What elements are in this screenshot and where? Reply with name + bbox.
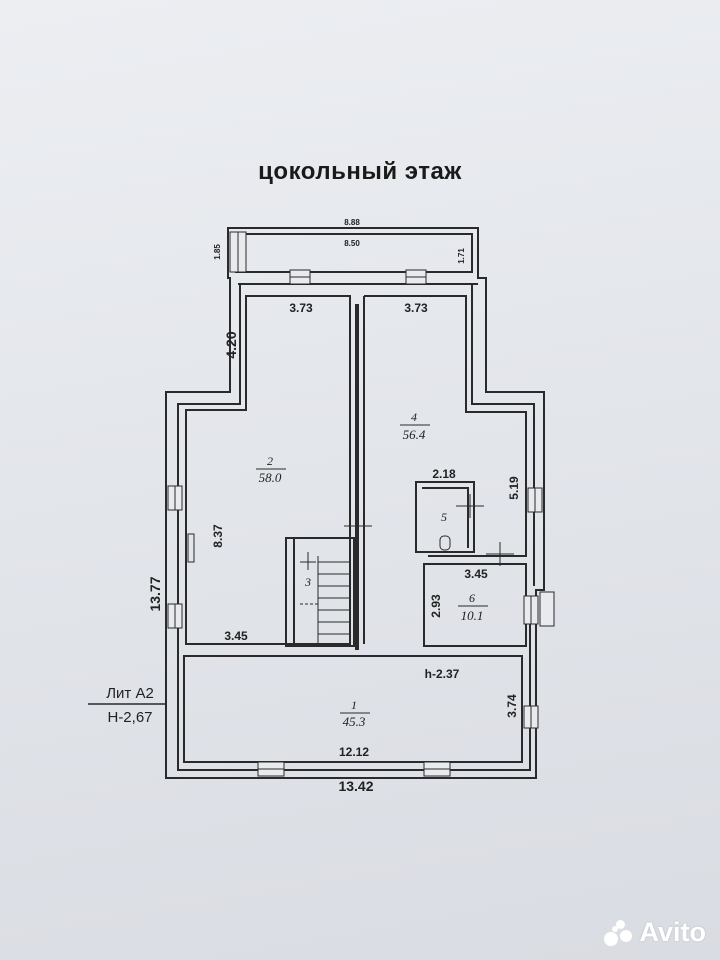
dim-room2-height: 8.37: [211, 524, 225, 548]
window-right-bay: [539, 591, 555, 627]
room-label-3: 3: [304, 575, 311, 589]
svg-text:45.3: 45.3: [343, 714, 366, 729]
dim-top-inner: 8.50: [344, 239, 360, 248]
svg-text:56.4: 56.4: [403, 427, 426, 442]
svg-text:2: 2: [267, 454, 273, 468]
dim-room5-width: 2.18: [432, 467, 456, 481]
room-label-6: 6 10.1: [458, 591, 488, 623]
avito-logo-icon: [603, 919, 634, 946]
svg-text:10.1: 10.1: [461, 608, 484, 623]
dim-room2-bottom: 3.45: [224, 629, 248, 643]
dim-room6-width: 3.45: [464, 567, 488, 581]
dim-room4-top: 3.73: [404, 301, 428, 315]
dim-room1-width: 12.12: [339, 745, 369, 759]
lit-label: Лит А2: [106, 685, 154, 702]
svg-text:4: 4: [411, 410, 417, 424]
level-height-label: Н-2,67: [107, 709, 152, 726]
dim-top-right-small: 1.71: [457, 248, 466, 264]
room6-wall: [423, 563, 527, 647]
svg-text:1: 1: [351, 698, 357, 712]
exterior-wall-outer: [165, 227, 545, 779]
dim-left-total: 13.77: [147, 576, 163, 611]
room5-inner: [422, 487, 469, 548]
svg-text:6: 6: [469, 591, 475, 605]
dim-left-upper: 4.20: [223, 331, 239, 358]
room3-wall: [285, 537, 355, 647]
avito-watermark: Avito: [603, 917, 707, 948]
dim-room1-height-mark: h-2.37: [425, 667, 460, 681]
dim-room2-top: 3.73: [289, 301, 313, 315]
room-label-1: 1 45.3: [340, 698, 370, 729]
room-label-2: 2 58.0: [256, 454, 286, 485]
dim-room1-right: 3.74: [505, 694, 519, 718]
watermark-text: Avito: [639, 917, 707, 947]
svg-text:58.0: 58.0: [259, 470, 282, 485]
svg-text:5: 5: [441, 510, 447, 524]
dim-bottom-total: 13.42: [338, 778, 373, 794]
dim-top-outer: 8.88: [344, 218, 360, 227]
room-label-5: 5: [441, 510, 447, 524]
svg-text:3: 3: [304, 575, 311, 589]
room1-wall: [183, 655, 523, 763]
dim-room4-right: 5.19: [507, 476, 521, 500]
room2-wall: [185, 295, 351, 645]
dim-room6-height: 2.93: [429, 594, 443, 618]
room5-outer: [415, 481, 475, 553]
dim-top-left-small: 1.85: [213, 244, 222, 260]
room4-wall: [364, 295, 527, 557]
floor-title: цокольный этаж: [258, 158, 462, 185]
room-label-4: 4 56.4: [400, 410, 430, 442]
